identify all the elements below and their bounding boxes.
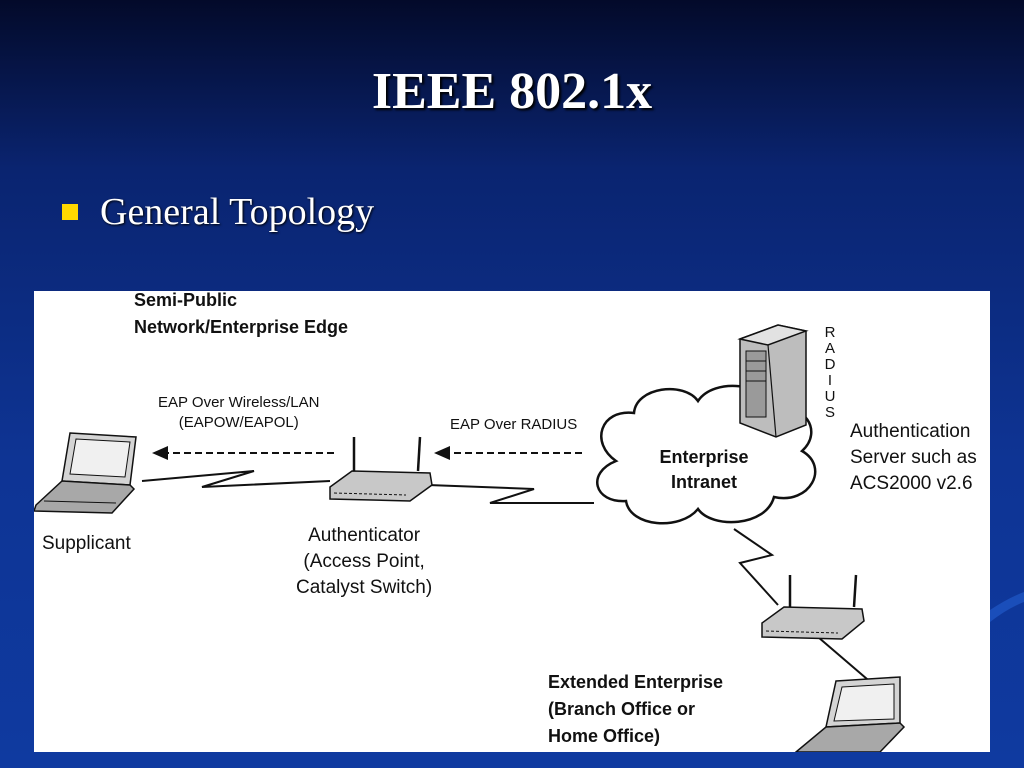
slide-title: IEEE 802.1x <box>371 63 653 120</box>
authenticator-access-point-icon <box>329 436 433 502</box>
eap-radius-label: EAP Over RADIUS <box>450 416 578 433</box>
cloud-label: Enterprise Intranet <box>659 447 749 492</box>
wireless-link-supplicant <box>141 470 331 488</box>
extended-enterprise-label: Extended Enterprise (Branch Office or Ho… <box>548 672 724 746</box>
semi-public-label: Semi-Public Network/Enterprise Edge <box>134 291 349 337</box>
bullet-square-icon <box>62 204 78 220</box>
authenticator-label: Authenticator (Access Point, Catalyst Sw… <box>296 525 433 598</box>
bullet-item: General Topology <box>62 190 374 234</box>
diagram-artwork <box>34 324 906 752</box>
decorative-swoosh <box>990 592 1024 622</box>
branch-laptop-icon <box>794 676 906 752</box>
wired-link-branch <box>817 636 875 686</box>
topology-diagram: Semi-Public Network/Enterprise Edge EAP … <box>34 291 990 752</box>
supplicant-label: Supplicant <box>42 533 131 554</box>
supplicant-laptop-icon <box>34 432 137 514</box>
wireless-link-cloud <box>427 484 594 504</box>
radius-server-icon <box>737 324 809 438</box>
branch-access-point-icon <box>761 574 865 640</box>
wireless-link-branch <box>733 528 779 606</box>
arrow-to-authenticator <box>434 446 582 460</box>
eap-wireless-label: EAP Over Wireless/LAN (EAPOW/EAPOL) <box>158 394 320 431</box>
arrow-to-supplicant <box>152 446 334 460</box>
bullet-text: General Topology <box>100 191 375 233</box>
authentication-server-label: Authentication Server such as ACS2000 v2… <box>850 421 977 494</box>
